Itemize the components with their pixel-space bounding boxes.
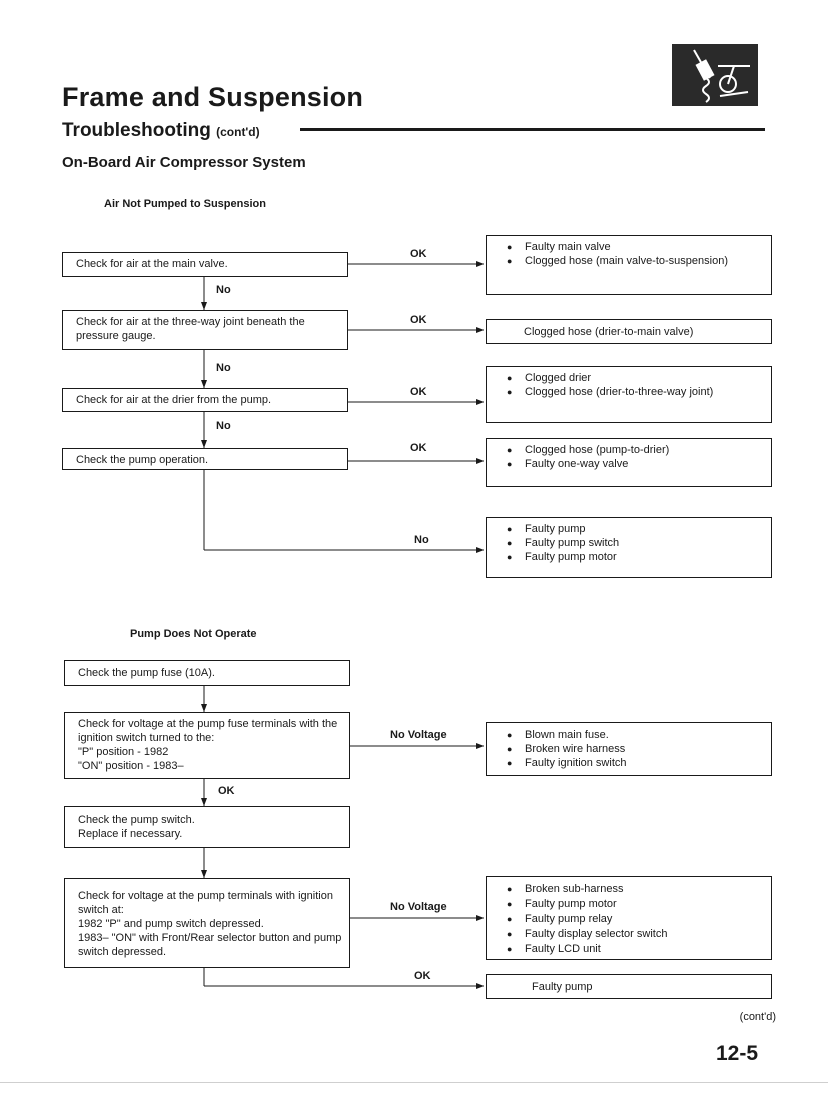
- page-title: Frame and Suspension: [62, 82, 364, 112]
- result-item: Faulty ignition switch: [507, 756, 763, 770]
- ok-label: OK: [218, 785, 235, 797]
- suspension-strut-icon: [672, 44, 758, 106]
- subtitle-text: Troubleshooting: [62, 120, 211, 141]
- no-label: No: [216, 420, 231, 432]
- check-line: "ON" position - 1983–: [78, 760, 184, 772]
- result-item: Faulty display selector switch: [507, 927, 763, 942]
- check-box-drier: Check for air at the drier from the pump…: [62, 388, 348, 412]
- result-box: Faulty main valve Clogged hose (main val…: [486, 235, 772, 295]
- result-item: Faulty pump relay: [507, 912, 763, 927]
- result-item: Clogged drier: [507, 371, 763, 385]
- result-item: Blown main fuse.: [507, 728, 763, 742]
- check-line: Check for voltage at the pump terminals …: [78, 890, 333, 916]
- subtitle-suffix: (cont'd): [216, 125, 260, 139]
- check-box-pump-operation: Check the pump operation.: [62, 448, 348, 470]
- header-rule: [300, 128, 765, 131]
- check-line: Check for voltage at the pump fuse termi…: [78, 718, 338, 744]
- section-subtitle: Troubleshooting (cont'd): [62, 120, 260, 142]
- result-box: Broken sub-harness Faulty pump motor Fau…: [486, 876, 772, 960]
- result-item: Faulty pump switch: [507, 536, 763, 550]
- result-box: Clogged hose (pump-to-drier) Faulty one-…: [486, 438, 772, 487]
- check-line: 1983– "ON" with Front/Rear selector butt…: [78, 932, 342, 958]
- section1-title: Air Not Pumped to Suspension: [104, 198, 266, 210]
- result-item: Faulty pump motor: [507, 550, 763, 564]
- no-voltage-label: No Voltage: [390, 901, 447, 913]
- ok-label: OK: [410, 248, 427, 260]
- no-voltage-label: No Voltage: [390, 729, 447, 741]
- no-label: No: [216, 284, 231, 296]
- ok-label: OK: [414, 970, 431, 982]
- result-item: Broken wire harness: [507, 742, 763, 756]
- check-box-three-way-joint: Check for air at the three-way joint ben…: [62, 310, 348, 350]
- result-item: Faulty main valve: [507, 240, 763, 254]
- no-label: No: [414, 534, 429, 546]
- result-item: Faulty pump: [507, 522, 763, 536]
- check-line: 1982 "P" and pump switch depressed.: [78, 918, 264, 930]
- result-item: Clogged hose (main valve-to-suspension): [507, 254, 763, 268]
- result-item: Clogged hose (drier-to-main valve): [524, 326, 694, 338]
- check-box-pump-terminals: Check for voltage at the pump terminals …: [64, 878, 350, 968]
- result-item: Faulty pump motor: [507, 897, 763, 912]
- result-item: Clogged hose (pump-to-drier): [507, 443, 763, 457]
- check-line: "P" position - 1982: [78, 746, 169, 758]
- page-number: 12-5: [716, 1042, 759, 1065]
- check-line: Check the pump switch.: [78, 814, 195, 826]
- check-box-pump-switch: Check the pump switch. Replace if necess…: [64, 806, 350, 848]
- no-label: No: [216, 362, 231, 374]
- result-item: Clogged hose (drier-to-three-way joint): [507, 385, 763, 399]
- result-item: Faulty LCD unit: [507, 942, 763, 957]
- result-box: Faulty pump: [486, 974, 772, 999]
- ok-label: OK: [410, 314, 427, 326]
- check-box-pump-fuse: Check the pump fuse (10A).: [64, 660, 350, 686]
- bottom-rule: [0, 1082, 828, 1083]
- continued-note: (cont'd): [739, 1011, 776, 1023]
- result-item: Faulty one-way valve: [507, 457, 763, 471]
- check-line: Replace if necessary.: [78, 828, 183, 840]
- result-box: Faulty pump Faulty pump switch Faulty pu…: [486, 517, 772, 578]
- section2-title: Pump Does Not Operate: [130, 628, 257, 640]
- ok-label: OK: [410, 386, 427, 398]
- result-box: Clogged hose (drier-to-main valve): [486, 319, 772, 344]
- ok-label: OK: [410, 442, 427, 454]
- result-item: Faulty pump: [532, 981, 593, 993]
- result-box: Clogged drier Clogged hose (drier-to-thr…: [486, 366, 772, 423]
- check-box-main-valve: Check for air at the main valve.: [62, 252, 348, 277]
- result-item: Broken sub-harness: [507, 882, 763, 897]
- check-box-fuse-voltage: Check for voltage at the pump fuse termi…: [64, 712, 350, 779]
- result-box: Blown main fuse. Broken wire harness Fau…: [486, 722, 772, 776]
- system-title: On-Board Air Compressor System: [62, 154, 306, 171]
